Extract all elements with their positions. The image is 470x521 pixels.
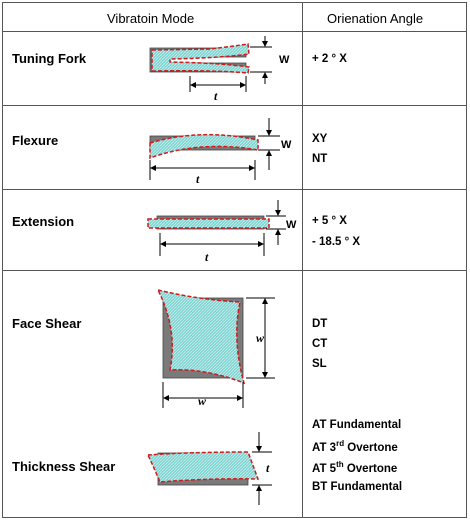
- row-divider-3: [2, 270, 467, 271]
- face-shear-width-label: w: [198, 394, 207, 408]
- tuning-fork-width-label: W: [279, 54, 290, 66]
- mode-thickness-shear: Thickness Shear: [12, 459, 116, 474]
- angle-sl: SL: [312, 358, 327, 370]
- tuning-fork-vibration: [151, 43, 250, 74]
- face-shear-vibration: [156, 288, 246, 385]
- thickness-shear-diagram: t: [146, 432, 272, 505]
- flexure-diagram: W t: [149, 118, 292, 186]
- angle-at-3rd-overtone: AT 3rd Overtone: [312, 439, 398, 454]
- angle-at-5th-overtone: AT 5th Overtone: [312, 460, 398, 475]
- extension-vibration: [147, 218, 270, 229]
- angle-bt-fundamental: BT Fundamental: [312, 481, 403, 493]
- header-orientation-angle: Orienation Angle: [327, 11, 424, 26]
- angle-dt: DT: [312, 318, 328, 330]
- flexure-length-label: t: [196, 172, 200, 186]
- angle-ct: CT: [312, 338, 328, 350]
- angle-flexure-nt: NT: [312, 153, 328, 165]
- column-divider: [302, 2, 303, 518]
- thickness-shear-vibration: [146, 451, 260, 483]
- face-shear-diagram: w w: [156, 288, 275, 408]
- tuning-fork-diagram: W t: [149, 36, 290, 103]
- angle-tuning-fork: + 2 ° X: [312, 53, 347, 65]
- header-divider: [2, 31, 467, 32]
- mode-extension: Extension: [12, 214, 75, 229]
- extension-length-label: t: [205, 250, 209, 264]
- row-divider-2: [2, 189, 467, 190]
- header-vibration-mode: Vibratoin Mode: [107, 11, 195, 26]
- mode-tuning-fork: Tuning Fork: [12, 51, 87, 66]
- table-frame: [2, 2, 467, 518]
- angle-extension-plus5: + 5 ° X: [312, 215, 347, 227]
- angle-extension-minus185: - 18.5 ° X: [312, 236, 361, 248]
- mode-flexure: Flexure: [12, 133, 59, 148]
- flexure-vibration: [149, 133, 259, 160]
- extension-width-label: W: [286, 219, 297, 231]
- mode-face-shear: Face Shear: [12, 316, 82, 331]
- angle-flexure-xy: XY: [312, 133, 328, 145]
- thickness-shear-thickness-label: t: [266, 461, 270, 475]
- face-shear-height-label: w: [256, 331, 265, 345]
- flexure-width-label: W: [281, 139, 292, 151]
- angle-at-fundamental: AT Fundamental: [312, 419, 402, 431]
- tuning-fork-length-label: t: [214, 89, 218, 103]
- row-divider-1: [2, 105, 467, 106]
- extension-diagram: W t: [147, 200, 297, 264]
